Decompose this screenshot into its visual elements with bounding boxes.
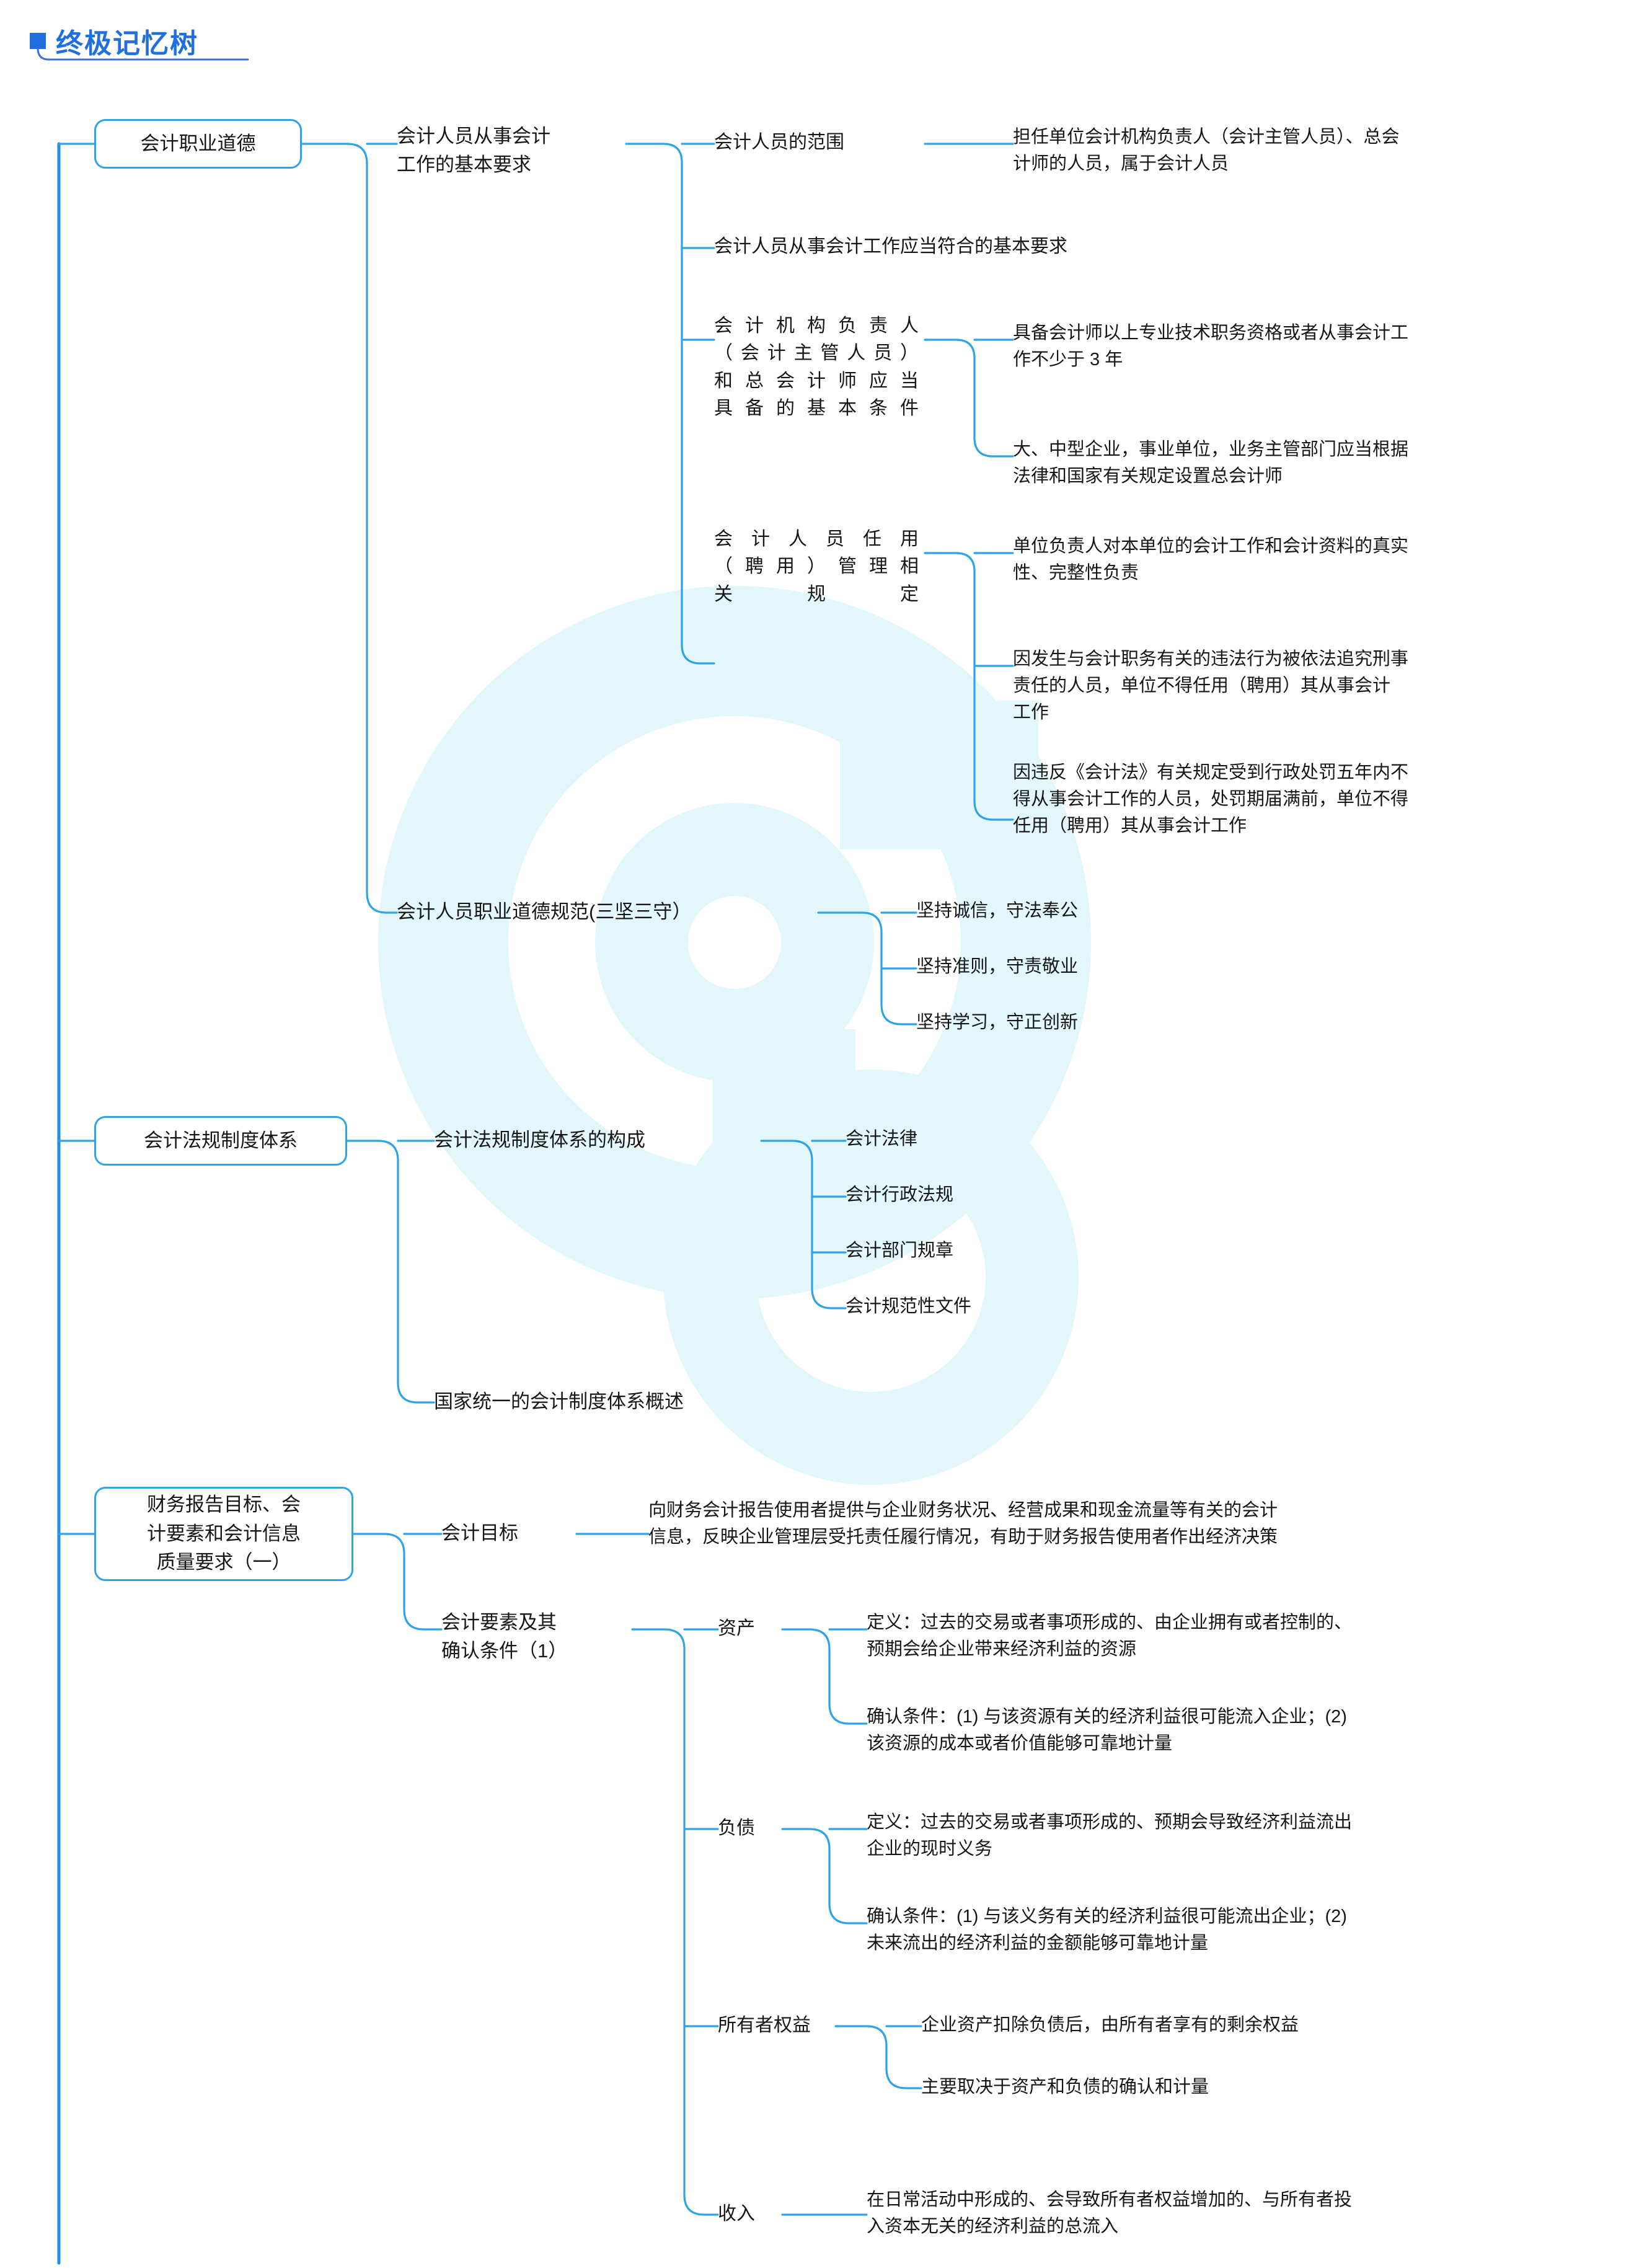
page-title-block: 终极记忆树 [30, 21, 198, 61]
leaf-ethics-standards: 坚持准则，守责敬业 [916, 957, 1079, 977]
leaf-accounting-normative-documents: 会计规范性文件 [846, 1296, 972, 1316]
leaf-criminal-liability-restriction: 因发生与会计职务有关的违法行为被依法追究刑事 责任的人员，单位不得任用（聘用）其… [1013, 649, 1409, 722]
node-appointment-regulations[interactable]: 会 计 人 员 任 用 （聘用）管理相 关规定 [714, 529, 919, 605]
node-basic-requirements-for-work[interactable]: 会计人员从事会计工作应当符合的基本要求 [714, 236, 1067, 257]
root-node-financial-report-objectives[interactable]: 财务报告目标、会 计要素和会计信息 质量要求（一） [94, 1487, 353, 1581]
leaf-accounting-departmental-rules: 会计部门规章 [846, 1241, 954, 1260]
square-bullet-icon [30, 33, 46, 49]
node-legal-system-composition[interactable]: 会计法规制度体系的构成 [434, 1129, 645, 1151]
node-scope-of-accountants[interactable]: 会计人员的范围 [714, 132, 844, 153]
leaf-assets-recognition: 确认条件：(1) 与该资源有关的经济利益很可能流入企业；(2) 该资源的成本或者… [867, 1707, 1347, 1753]
leaf-assets-definition: 定义：过去的交易或者事项形成的、由企业拥有或者控制的、 预期会给企业带来经济利益… [867, 1613, 1353, 1659]
leaf-administrative-penalty-restriction: 因违反《会计法》有关规定受到行政处罚五年内不 得从事会计工作的人员，处罚期届满前… [1013, 763, 1409, 836]
node-accounting-objective[interactable]: 会计目标 [441, 1522, 518, 1544]
node-element-liabilities[interactable]: 负债 [718, 1818, 755, 1838]
root-node-accounting-legal-system[interactable]: 会计法规制度体系 [94, 1116, 347, 1166]
leaf-accounting-objective-detail: 向财务会计报告使用者提供与企业财务状况、经营成果和现金流量等有关的会计 信息，反… [648, 1500, 1278, 1547]
leaf-accounting-law: 会计法律 [846, 1129, 918, 1149]
leaf-unit-head-responsibility: 单位负责人对本单位的会计工作和会计资料的真实 性、完整性负责 [1013, 536, 1409, 583]
leaf-accounting-administrative-regulations: 会计行政法规 [846, 1185, 954, 1205]
leaf-ethics-integrity: 坚持诚信，守法奉公 [916, 901, 1079, 921]
node-professional-ethics-norms[interactable]: 会计人员职业道德规范(三坚三守） [397, 901, 692, 923]
leaf-liabilities-definition: 定义：过去的交易或者事项形成的、预期会导致经济利益流出 企业的现时义务 [867, 1812, 1353, 1859]
leaf-scope-of-accountants-detail: 担任单位会计机构负责人（会计主管人员）、总会 计师的人员，属于会计人员 [1013, 127, 1400, 174]
leaf-revenue-definition: 在日常活动中形成的、会导致所有者权益增加的、与所有者投 入资本无关的经济利益的总… [867, 2190, 1353, 2236]
node-head-of-accounting-dept-conditions[interactable]: 会计机构负责人 （会计主管人员） 和总会计师应当 具备的基本条件 [714, 316, 919, 419]
leaf-qualification-requirement: 具备会计师以上专业技术职务资格或者从事会计工 作不少于 3 年 [1013, 323, 1409, 370]
leaf-owners-equity-measurement: 主要取决于资产和负债的确认和计量 [921, 2077, 1209, 2097]
leaf-owners-equity-definition: 企业资产扣除负债后，由所有者享有的剩余权益 [921, 2015, 1299, 2035]
node-basic-requirements[interactable]: 会计人员从事会计 工作的基本要求 [397, 125, 550, 175]
leaf-liabilities-recognition: 确认条件：(1) 与该义务有关的经济利益很可能流出企业；(2) 未来流出的经济利… [867, 1907, 1347, 1953]
leaf-chief-accountant-setup: 大、中型企业，事业单位，业务主管部门应当根据 法律和国家有关规定设置总会计师 [1013, 440, 1409, 486]
root-node-accounting-ethics[interactable]: 会计职业道德 [94, 119, 302, 169]
leaf-ethics-learning: 坚持学习，守正创新 [916, 1012, 1079, 1032]
node-accounting-elements[interactable]: 会计要素及其 确认条件（1） [441, 1611, 568, 1662]
node-element-revenue[interactable]: 收入 [718, 2204, 755, 2224]
node-element-assets[interactable]: 资产 [718, 1618, 755, 1639]
node-national-unified-system-overview[interactable]: 国家统一的会计制度体系概述 [434, 1391, 684, 1412]
page-title: 终极记忆树 [56, 29, 198, 59]
node-element-owners-equity[interactable]: 所有者权益 [718, 2015, 811, 2035]
